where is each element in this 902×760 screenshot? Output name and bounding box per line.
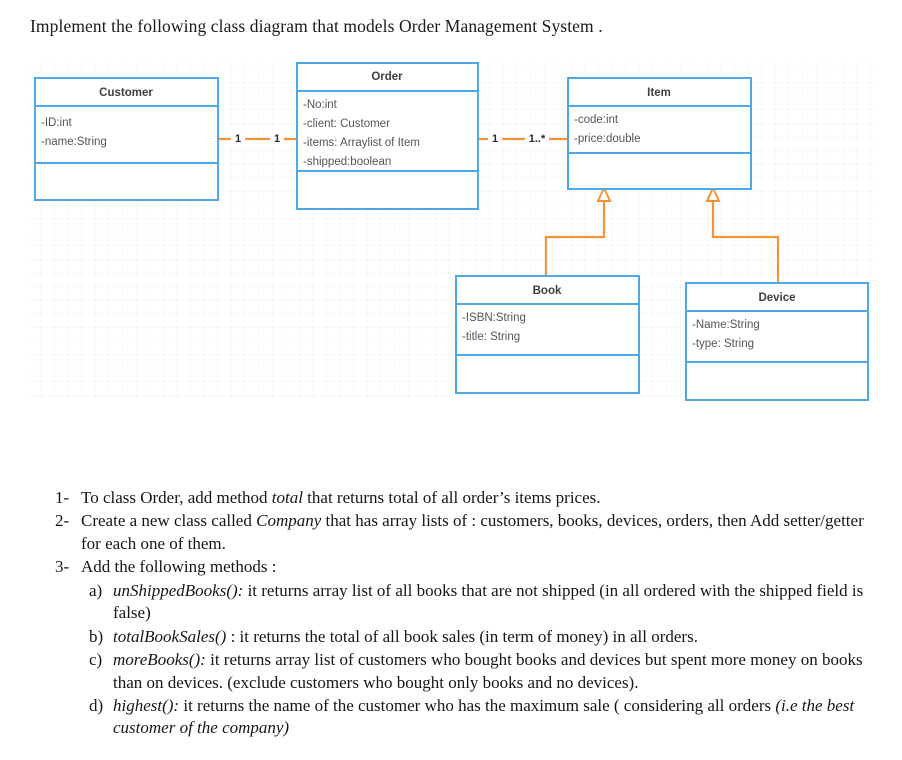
emphasized-text: totalBookSales() xyxy=(113,626,227,646)
emphasized-text: unShippedBooks(): xyxy=(113,580,244,600)
class-box-order[interactable]: Order -No:int -client: Customer -items: … xyxy=(296,62,479,210)
body-text: Add the following methods : xyxy=(81,557,277,577)
class-name-customer: Customer xyxy=(99,87,153,99)
instruction-subtext: totalBookSales() : it returns the total … xyxy=(113,626,880,648)
class-box-device[interactable]: Device -Name:String -type: String xyxy=(685,282,869,401)
association-order-item: 1 1..* xyxy=(478,131,568,147)
class-box-item[interactable]: Item -code:int -price:double xyxy=(567,77,752,190)
emphasized-text: highest(): xyxy=(113,695,180,715)
body-text: : it returns the total of all book sales… xyxy=(226,626,698,646)
svg-text:1: 1 xyxy=(274,133,280,145)
class-attribute: -title: String xyxy=(462,331,520,343)
class-attribute: -No:int xyxy=(303,99,338,111)
association-customer-order: 1 1 1 1 xyxy=(218,132,298,146)
instruction-subitem: c) moreBooks(): it returns array list of … xyxy=(89,649,880,694)
class-box-customer[interactable]: Customer -ID:int -name:String xyxy=(34,77,219,201)
instruction-text: To class Order, add method total that re… xyxy=(81,487,880,509)
emphasized-text: total xyxy=(271,488,303,507)
instructions-list: 1- To class Order, add method total that … xyxy=(55,487,880,741)
page-title: Implement the following class diagram th… xyxy=(30,16,603,36)
body-text: To class Order, add method xyxy=(81,488,272,507)
instruction-submarker: a) xyxy=(89,580,103,600)
instruction-submarker: b) xyxy=(89,626,104,646)
body-text: it returns array list of customers who b… xyxy=(113,650,863,692)
class-attribute: -shipped:boolean xyxy=(303,156,391,168)
instruction-marker: 1- xyxy=(55,488,70,507)
instruction-subtext: unShippedBooks(): it returns array list … xyxy=(113,580,880,625)
multiplicity-item-side: 1..* xyxy=(529,133,546,145)
class-attribute: -code:int xyxy=(574,114,619,126)
svg-text:1: 1 xyxy=(235,133,241,145)
body-text: it returns the name of the customer who … xyxy=(179,695,776,715)
class-attribute: -name:String xyxy=(41,136,107,148)
class-attribute: -client: Customer xyxy=(303,118,390,130)
instruction-item: 3- Add the following methods : xyxy=(55,556,880,578)
instruction-subtext: highest(): it returns the name of the cu… xyxy=(113,695,880,740)
multiplicity-order-right-side: 1 xyxy=(492,133,498,145)
instruction-item: 2- Create a new class called Company that… xyxy=(55,510,880,555)
class-attribute: -Name:String xyxy=(692,319,760,331)
class-attribute: -items: Arraylist of Item xyxy=(303,137,420,149)
instruction-subtext: moreBooks(): it returns array list of cu… xyxy=(113,649,880,694)
instruction-subitem: a) unShippedBooks(): it returns array lis… xyxy=(89,580,880,625)
class-name-item: Item xyxy=(647,87,671,99)
body-text: Create a new class called xyxy=(81,511,257,531)
emphasized-text: Company xyxy=(256,511,322,531)
class-name-order: Order xyxy=(371,71,403,83)
class-attribute: -ISBN:String xyxy=(462,312,526,324)
instruction-item: 1- To class Order, add method total that … xyxy=(55,487,880,509)
class-diagram: 1 1 1 1 1 1..* xyxy=(0,55,902,405)
instruction-text: Add the following methods : xyxy=(81,556,880,578)
instruction-sublist: a) unShippedBooks(): it returns array lis… xyxy=(89,580,880,740)
class-attribute: -ID:int xyxy=(41,117,72,129)
class-name-device: Device xyxy=(758,292,795,304)
instruction-subitem: b) totalBookSales() : it returns the tota… xyxy=(89,626,880,648)
instruction-marker: 2- xyxy=(55,511,70,531)
instruction-marker: 3- xyxy=(55,557,70,577)
class-name-book: Book xyxy=(533,285,562,297)
body-text: that returns total of all order’s items … xyxy=(302,488,601,507)
body-text: that has array lists of : customers, boo… xyxy=(81,511,864,553)
instruction-submarker: c) xyxy=(89,650,103,670)
class-box-book[interactable]: Book -ISBN:String -title: String xyxy=(455,275,640,394)
body-text: it returns array list of all books that … xyxy=(113,580,864,623)
emphasized-text: (i.e the best customer of the company) xyxy=(113,695,855,738)
emphasized-text: moreBooks(): xyxy=(113,650,206,670)
class-attribute: -type: String xyxy=(692,338,754,350)
instruction-submarker: d) xyxy=(89,695,104,715)
class-attribute: -price:double xyxy=(574,133,640,145)
instruction-text: Create a new class called Company that h… xyxy=(81,510,880,555)
instruction-subitem: d) highest(): it returns the name of the … xyxy=(89,695,880,740)
